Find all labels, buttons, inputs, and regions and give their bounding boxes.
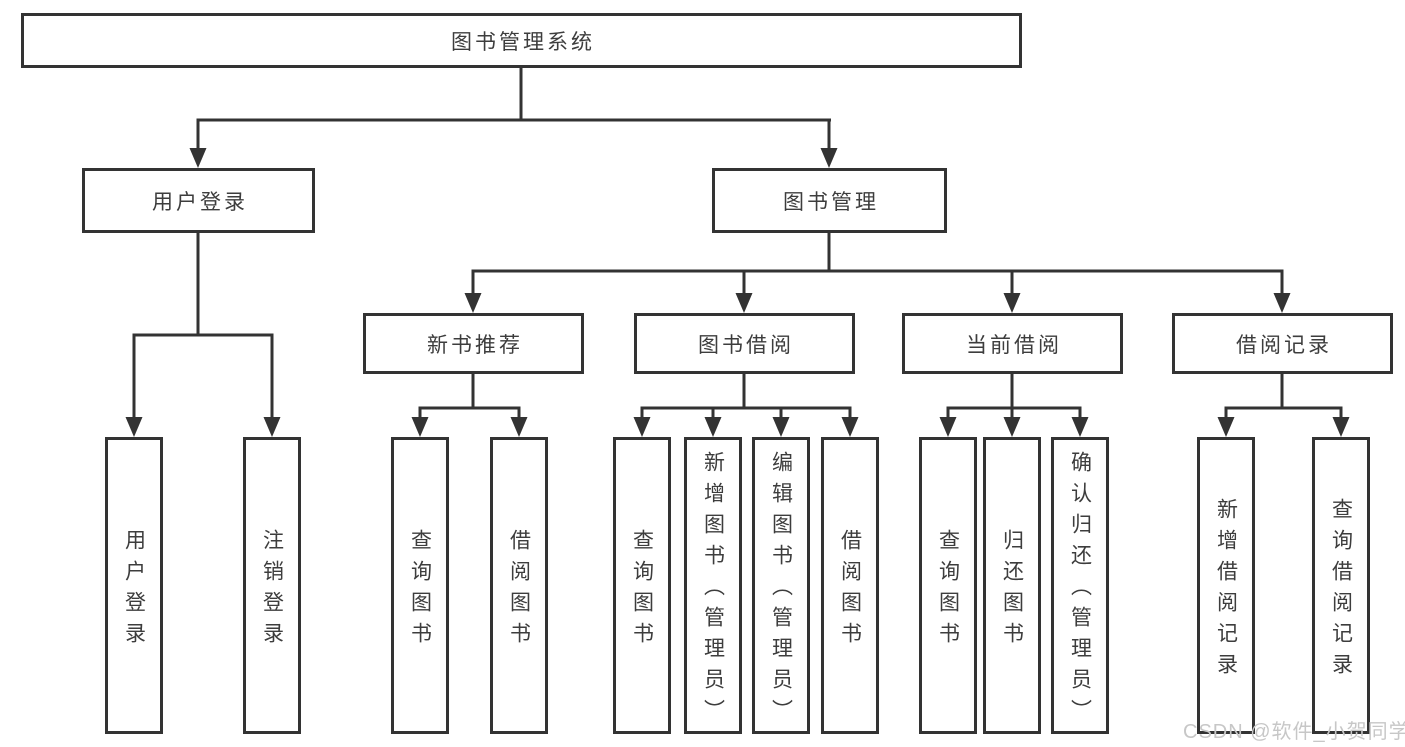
leaf-user-login-label: 用户登录 (122, 528, 146, 653)
leaf-return-books: 归还图书 (983, 437, 1041, 734)
leaf-user-login: 用户登录 (105, 437, 163, 734)
leaf-query-books-borrowing: 查询图书 (613, 437, 671, 734)
leaf-edit-books-admin: 编辑图书（管理员） (752, 437, 810, 734)
leaf-edit-books-admin-label: 编辑图书（管理员） (769, 451, 793, 730)
leaf-borrow-books-newbooks: 借阅图书 (490, 437, 548, 734)
leaf-query-borrow-record-label: 查询借阅记录 (1329, 497, 1353, 684)
leaf-query-borrow-record: 查询借阅记录 (1312, 437, 1370, 734)
leaf-borrow-books-borrowing-label: 借阅图书 (838, 528, 862, 653)
node-root-label: 图书管理系统 (451, 30, 595, 54)
leaf-query-books-newbooks-label: 查询图书 (408, 528, 432, 653)
leaf-logout-label: 注销登录 (260, 528, 284, 653)
node-root: 图书管理系统 (21, 13, 1022, 68)
node-user-login: 用户登录 (82, 168, 315, 233)
leaf-query-books-borrowing-label: 查询图书 (630, 528, 654, 653)
node-current-borrowing-label: 当前借阅 (966, 333, 1062, 357)
leaf-add-borrow-record-label: 新增借阅记录 (1214, 497, 1238, 684)
node-book-management-label: 图书管理 (783, 190, 879, 214)
leaf-confirm-return-admin: 确认归还（管理员） (1051, 437, 1109, 734)
node-book-borrowing: 图书借阅 (634, 313, 855, 374)
leaf-query-books-current-label: 查询图书 (936, 528, 960, 653)
leaf-logout: 注销登录 (243, 437, 301, 734)
leaf-query-books-newbooks: 查询图书 (391, 437, 449, 734)
node-borrowing-records-label: 借阅记录 (1236, 333, 1332, 357)
node-user-login-label: 用户登录 (152, 190, 248, 214)
leaf-add-borrow-record: 新增借阅记录 (1197, 437, 1255, 734)
leaf-borrow-books-borrowing: 借阅图书 (821, 437, 879, 734)
node-book-borrowing-label: 图书借阅 (698, 333, 794, 357)
node-current-borrowing: 当前借阅 (902, 313, 1123, 374)
leaf-borrow-books-newbooks-label: 借阅图书 (507, 528, 531, 653)
node-new-book-recommend-label: 新书推荐 (427, 333, 523, 357)
leaf-return-books-label: 归还图书 (1000, 528, 1024, 653)
leaf-add-books-admin: 新增图书（管理员） (684, 437, 742, 734)
watermark-text: CSDN @软件_小贺同学 (1183, 721, 1405, 743)
node-new-book-recommend: 新书推荐 (363, 313, 584, 374)
leaf-add-books-admin-label: 新增图书（管理员） (701, 451, 725, 730)
node-borrowing-records: 借阅记录 (1172, 313, 1393, 374)
leaf-query-books-current: 查询图书 (919, 437, 977, 734)
leaf-confirm-return-admin-label: 确认归还（管理员） (1068, 451, 1092, 730)
node-book-management: 图书管理 (712, 168, 947, 233)
